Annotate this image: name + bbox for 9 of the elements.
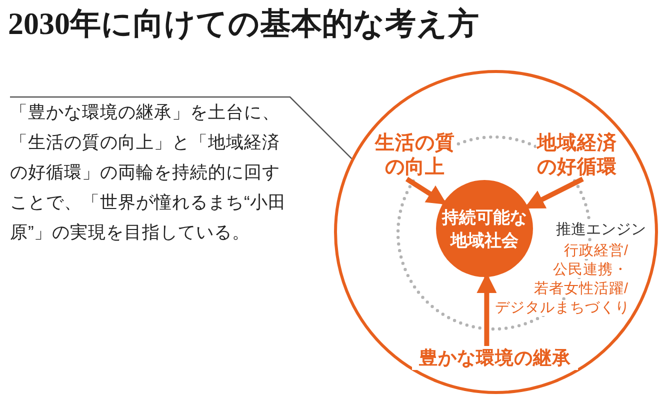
title: 2030年に向けての基本的な考え方 [8, 6, 479, 42]
leader-line [10, 96, 352, 160]
heading-text: 豊かな環境の継承 [412, 346, 578, 370]
heading-text: 生活の質の向上 [374, 131, 456, 179]
arrow [524, 176, 584, 209]
arrow [405, 176, 447, 205]
heading-text: 推進エンジン [556, 220, 646, 239]
description-text: 「豊かな環境の継承」を土台に、「生活の質の向上」と「地域経済の好循環」の両輪を持続的に回すことで、「世界が憧れるまち“小田原”」の実現を目指している。 [10, 97, 286, 247]
heading-text: 地域経済の好循環 [536, 131, 618, 179]
